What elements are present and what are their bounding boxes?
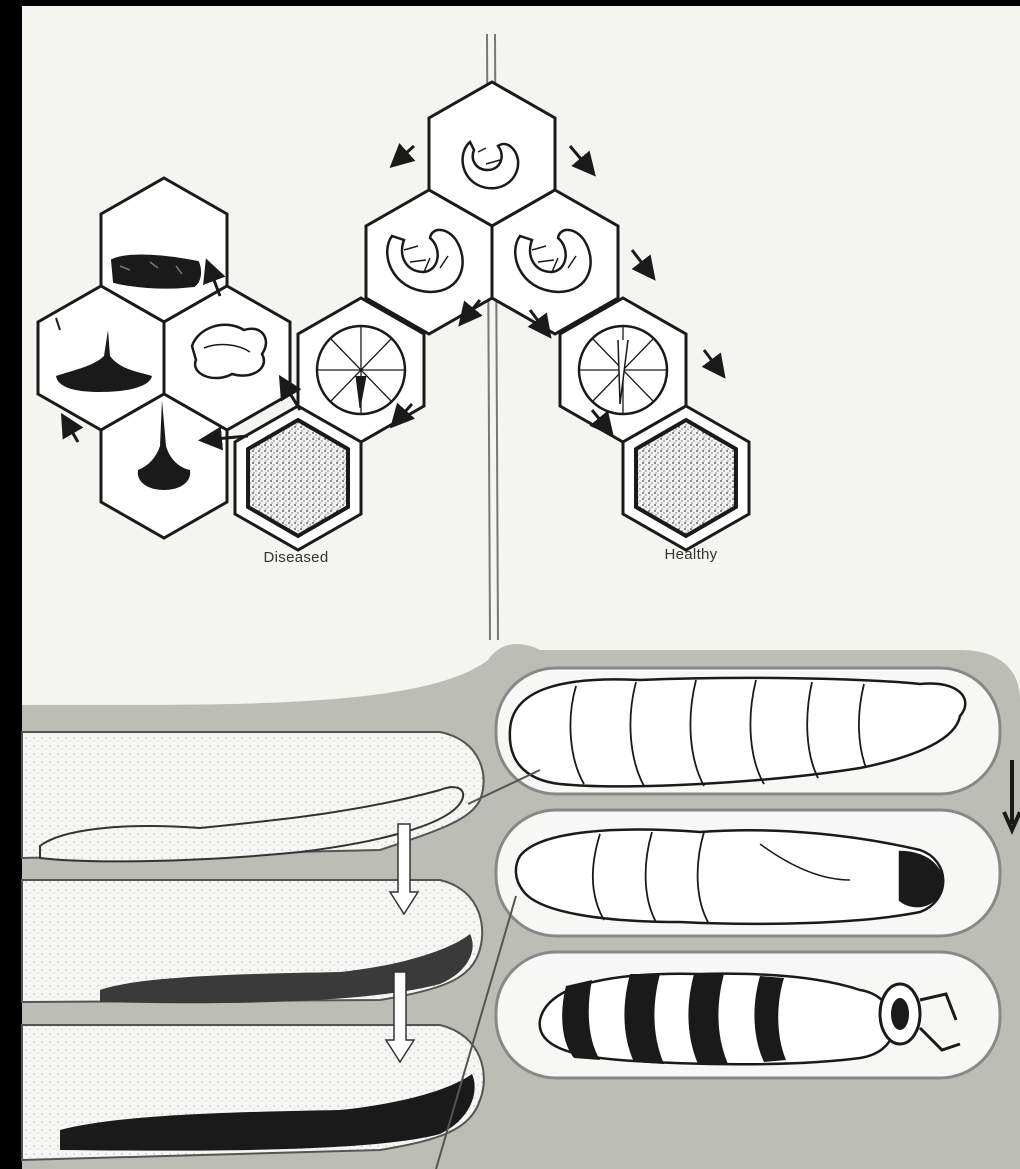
dead-pupa-scale [112, 256, 200, 288]
arrow-cluster-left [64, 418, 78, 442]
label-healthy: Healthy [665, 546, 718, 563]
arrow-top-right [570, 146, 592, 172]
arrow-right-3 [704, 350, 722, 374]
coiled-larva-right [579, 326, 667, 414]
melting-larva [192, 325, 266, 378]
label-diseased: Diseased [264, 549, 329, 566]
brood-section [22, 644, 1020, 1169]
arrow-right-1 [632, 250, 652, 276]
arrow-top-left [394, 146, 414, 164]
coiled-larva-left [317, 326, 405, 414]
pupa-in-cell [516, 830, 943, 924]
